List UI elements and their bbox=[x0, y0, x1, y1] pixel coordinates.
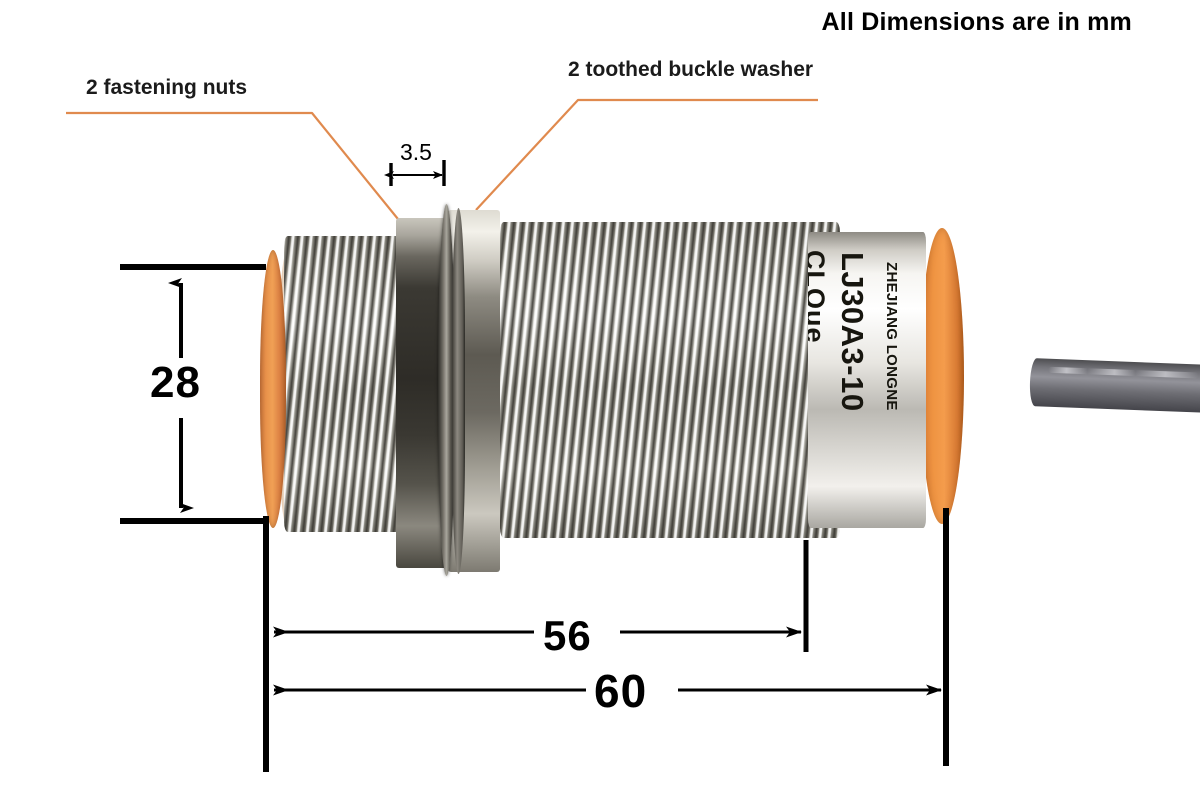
toothed-buckle-washer-front bbox=[452, 208, 465, 574]
cable-highlight bbox=[1048, 366, 1199, 379]
label-model-text: LJ30A3-10 bbox=[835, 252, 870, 412]
dimension-value-60: 60 bbox=[594, 665, 648, 717]
cable-gland-cone bbox=[952, 326, 1040, 438]
callout-label-fastening-nuts: 2 fastening nuts bbox=[86, 76, 248, 99]
callout-label-toothed-buckle-washer: 2 toothed buckle washer bbox=[568, 58, 814, 81]
label-manufacturer-text: ZHEJIANG LONGNE bbox=[883, 262, 900, 411]
product-photo: CLOue LJ30A3-10 ZHEJIANG LONGNE bbox=[252, 204, 1200, 576]
dimension-value-56: 56 bbox=[543, 612, 592, 659]
product-label-band: CLOue LJ30A3-10 ZHEJIANG LONGNE bbox=[808, 232, 926, 528]
toothed-buckle-washer-rear bbox=[438, 204, 455, 576]
dimension-value-28: 28 bbox=[150, 358, 201, 407]
output-cable bbox=[1029, 358, 1200, 413]
leader-line-toothed-washer bbox=[475, 98, 818, 211]
label-brand-text: CLOue bbox=[808, 250, 830, 344]
page-title: All Dimensions are in mm bbox=[821, 8, 1132, 36]
sensing-face-orange bbox=[260, 250, 286, 528]
dimension-value-3-5: 3.5 bbox=[400, 139, 432, 165]
threaded-barrel-rear bbox=[500, 222, 840, 538]
rear-end-cap-orange bbox=[920, 228, 964, 524]
